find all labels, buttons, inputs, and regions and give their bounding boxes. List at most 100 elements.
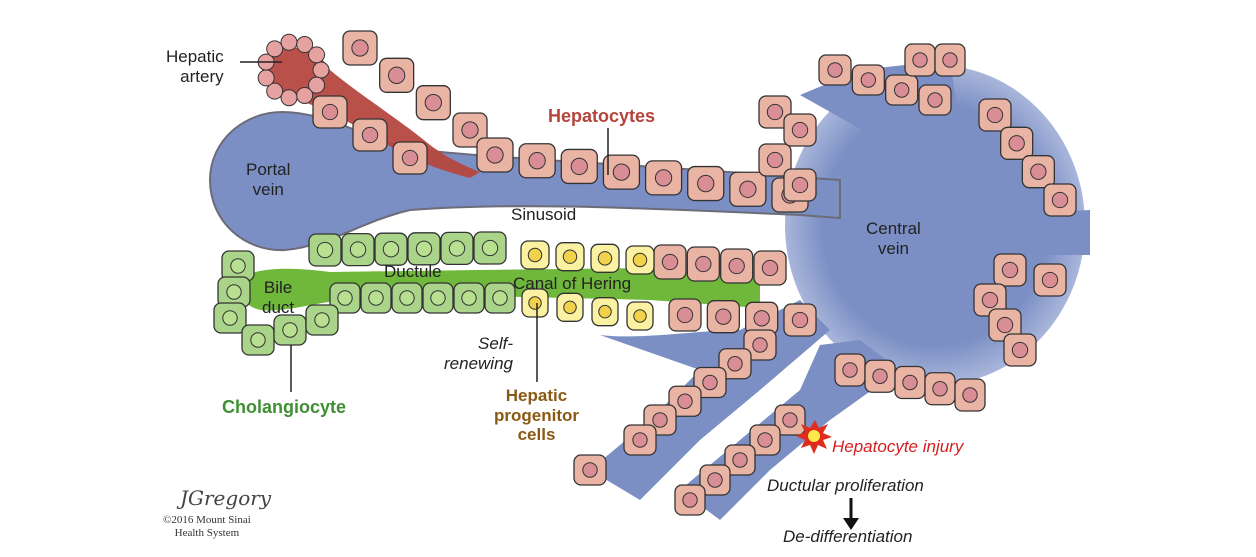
artist-signature: JGregory (180, 486, 272, 510)
hepatocyte-cell (720, 248, 754, 284)
hepatocyte-cell (729, 171, 767, 207)
artery-wall-cell (266, 82, 284, 100)
cholangiocyte-cell (221, 250, 255, 282)
hepatocyte-cell (934, 43, 966, 77)
hepatocyte-cell (643, 404, 677, 436)
hepatocyte-cell (653, 244, 687, 280)
label-canal-of-hering: Canal of Hering (513, 274, 632, 293)
cholangiocyte-cell (360, 282, 392, 314)
hepatocyte-cell (687, 165, 725, 202)
hepatocyte-cell (693, 366, 727, 399)
hepatocyte-cell (342, 30, 378, 66)
cholangiocyte-cell (308, 233, 342, 267)
hepatocyte-cell (686, 246, 720, 282)
hepatocyte-cell (724, 444, 756, 476)
cholangiocyte-cell (217, 276, 251, 308)
hepatocyte-cell (452, 112, 488, 148)
artery-wall-cell (257, 69, 275, 87)
hepatocyte-cell (602, 154, 641, 190)
hepatocyte-cell (644, 160, 683, 196)
cholangiocyte-cell (273, 314, 307, 346)
hepatocyte-cell (745, 301, 779, 335)
hepatocyte-cell (573, 454, 607, 486)
hepatocyte-cell (674, 484, 706, 516)
label-hepatocyte-injury: Hepatocyte injury (832, 437, 964, 456)
label-de-differentiation: De-differentiation (783, 527, 913, 546)
progenitor-cell (555, 242, 585, 272)
cholangiocyte-cell (241, 324, 275, 356)
down-arrow-icon (843, 498, 859, 530)
injury-starburst (796, 420, 832, 454)
cholangiocyte-cells (213, 231, 516, 356)
hepatocyte-cell (904, 43, 936, 77)
progenitor-cell (626, 301, 654, 331)
progenitor-cell (625, 245, 655, 275)
label-hepatocytes: Hepatocytes (548, 106, 656, 126)
cholangiocyte-cell (341, 232, 375, 267)
hepatocyte-cells (312, 30, 1077, 516)
label-ductular-proliferation: Ductular proliferation (767, 476, 924, 495)
hepatocyte-cell (668, 298, 702, 332)
label-bile-duct: Bile duct (262, 278, 295, 317)
hepatocyte-cell (352, 118, 388, 152)
arrow-head (843, 518, 859, 530)
cholangiocyte-cell (391, 282, 423, 314)
injury-core (808, 430, 820, 442)
hepatocyte-cell (783, 168, 817, 202)
artery-wall-cell (296, 36, 314, 54)
progenitor-cell (520, 240, 550, 270)
hepatocyte-cell (758, 95, 792, 129)
hepatocyte-cell (851, 64, 885, 96)
copyright-notice: ©2016 Mount Sinai Health System (163, 514, 251, 540)
hepatocyte-cell (783, 113, 817, 147)
artery-wall-cell (308, 46, 326, 64)
hepatocyte-cell (885, 74, 919, 106)
cholangiocyte-cell (374, 232, 408, 266)
label-self-renewing: Self- renewing (444, 334, 513, 373)
label-cholangiocyte: Cholangiocyte (222, 397, 347, 417)
hepatocyte-cell (560, 148, 598, 185)
hepatocyte-cell (973, 283, 1007, 317)
artery-wall-cells (257, 33, 330, 107)
cholangiocyte-cell (407, 232, 441, 266)
hepatocyte-cell (1033, 263, 1067, 297)
hepatocyte-cell (623, 424, 657, 456)
label-sinusoid: Sinusoid (511, 205, 577, 224)
hepatocyte-cell (978, 98, 1012, 132)
hepatocyte-cell (699, 464, 731, 496)
hepatocyte-cell (1003, 333, 1037, 367)
cholangiocyte-cell (484, 282, 516, 314)
hepatocyte-cell (749, 424, 781, 456)
hepatocyte-cell (834, 353, 866, 387)
hepatocyte-cell (743, 329, 777, 361)
hepatocyte-cell (774, 404, 806, 436)
progenitor-cells (520, 240, 655, 331)
cholangiocyte-cell (213, 302, 247, 334)
hepatocyte-cell (1000, 126, 1034, 160)
label-portal-vein: Portal vein (246, 160, 291, 199)
hepatocyte-cell (392, 141, 428, 175)
hepatocyte-cell (706, 300, 740, 334)
hepatocyte-cell (415, 85, 451, 121)
artery-wall-cell (308, 76, 326, 94)
hepatocyte-cell (668, 385, 702, 417)
hepatocyte-cell (1043, 183, 1077, 217)
cholangiocyte-cell (453, 282, 485, 314)
hepatocyte-cell (312, 95, 348, 129)
hepatocyte-cell (753, 250, 787, 286)
progenitor-cell (521, 288, 549, 318)
label-central-vein: Central vein (866, 219, 921, 258)
hepatocyte-cell (894, 365, 926, 400)
hepatocyte-cell (379, 57, 415, 93)
hepatocyte-cell (518, 143, 556, 179)
progenitor-cell (591, 297, 619, 327)
cholangiocyte-cell (305, 304, 339, 336)
label-ductule: Ductule (384, 262, 442, 281)
artery-wall-cell (280, 89, 298, 107)
label-hepatic-artery: Hepatic artery (166, 47, 224, 86)
hepatocyte-cell (988, 308, 1022, 342)
artery-wall-cell (266, 40, 284, 58)
hepatocyte-cell (993, 253, 1027, 287)
